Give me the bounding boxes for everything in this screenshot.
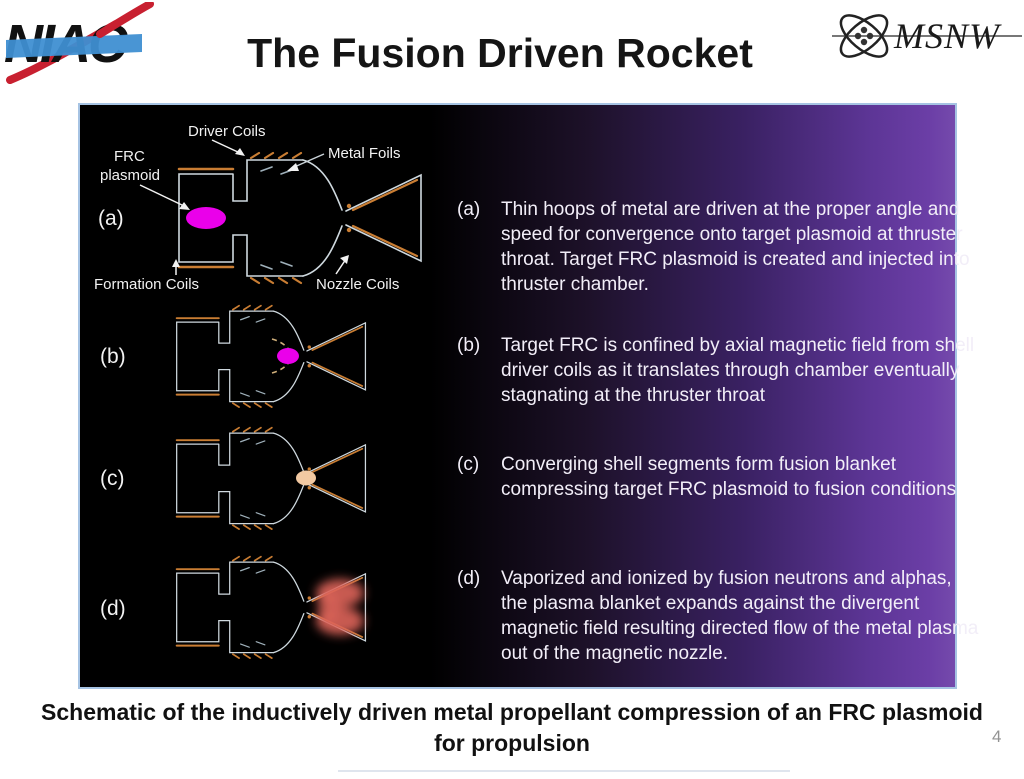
frc-plasmoid-b: [277, 348, 299, 364]
stage-a-marker: (a): [98, 207, 124, 230]
niac-logo: NIAC: [4, 2, 154, 84]
nozzle-coils-arrowhead: [340, 255, 349, 264]
driver-coils-label: Driver Coils: [188, 123, 266, 140]
frc-plasmoid-label-1: FRC: [114, 148, 145, 165]
atom-nucleus: [854, 26, 874, 46]
schematic-panel: (a) Driver Coils FRC plasmoid Metal Foil…: [78, 103, 978, 689]
metal-foils-arrowhead: [287, 163, 299, 171]
stage-c-diagram: (c): [100, 426, 367, 531]
stage-a-text-marker: (a): [457, 199, 481, 220]
stage-c-text-marker: (c): [457, 454, 480, 475]
bottom-rule: [338, 770, 790, 772]
stage-d-description-block: (d) Vaporized and ionized by fusion neut…: [457, 566, 987, 666]
compressed-plasmoid-c: [296, 470, 316, 486]
stage-c-marker: (c): [100, 467, 125, 490]
frc-plasmoid-label-2: plasmoid: [100, 167, 160, 184]
page-number: 4: [992, 727, 1002, 746]
frc-plasmoid-arrow: [139, 184, 185, 207]
slide-caption: Schematic of the inductively driven meta…: [41, 699, 983, 756]
plasma-plume: [316, 579, 364, 635]
stage-b-text: Target FRC is confined by axial magnetic…: [501, 335, 975, 407]
metal-foils-label: Metal Foils: [328, 145, 401, 162]
metal-foils-arrow: [291, 153, 325, 169]
stage-c-description-block: (c) Converging shell segments form fusio…: [457, 452, 987, 502]
stage-d-marker: (d): [100, 597, 126, 620]
page-title: The Fusion Driven Rocket: [247, 30, 753, 76]
driver-coils-arrowhead: [235, 148, 245, 156]
thruster-outline-b: [175, 304, 367, 409]
niac-blue-band: [6, 34, 142, 58]
stage-d-text: Vaporized and ionized by fusion neutrons…: [501, 568, 979, 665]
msnw-logo: MSNW: [832, 14, 1022, 58]
driver-coils-arrow: [211, 139, 241, 154]
formation-coils-arrowhead: [172, 259, 180, 267]
stage-a-diagram: (a) Driver Coils FRC plasmoid Metal Foil…: [94, 123, 423, 293]
stage-b-marker: (b): [100, 345, 126, 368]
stage-b-text-marker: (b): [457, 335, 481, 356]
stage-d-diagram: (d): [100, 555, 367, 660]
stage-c-text: Converging shell segments form fusion bl…: [501, 454, 957, 501]
stage-a-description-block: (a) Thin hoops of metal are driven at th…: [457, 197, 987, 297]
stage-a-text: Thin hoops of metal are driven at the pr…: [501, 199, 970, 296]
niac-swoosh-upper: [96, 2, 154, 38]
formation-coils-label: Formation Coils: [94, 276, 199, 293]
thruster-outline-c: [175, 426, 367, 531]
stage-d-text-marker: (d): [457, 568, 481, 589]
stage-b-diagram: (b): [100, 304, 367, 409]
frc-plasmoid-arrowhead: [179, 202, 190, 210]
frc-plasmoid-a: [186, 207, 226, 229]
msnw-logo-text: MSNW: [893, 16, 1002, 56]
nozzle-coils-label: Nozzle Coils: [316, 276, 399, 293]
atom-icon: [839, 14, 889, 58]
stage-b-description-block: (b) Target FRC is confined by axial magn…: [457, 333, 987, 408]
